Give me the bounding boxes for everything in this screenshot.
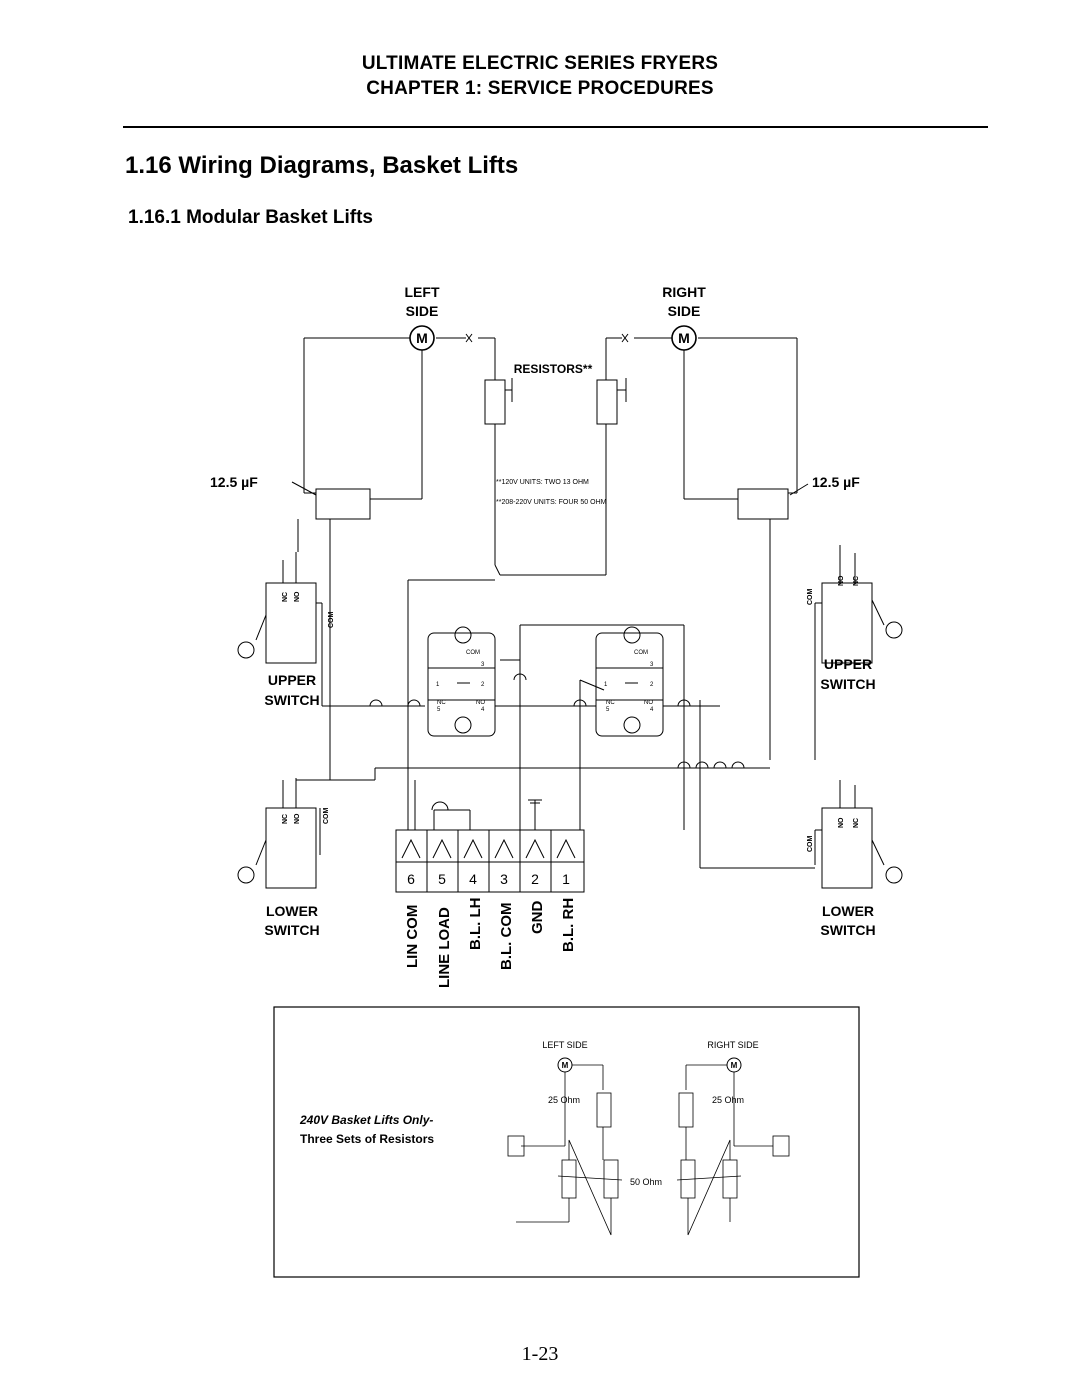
upper-left-switch-label-2: SWITCH xyxy=(264,692,319,708)
lr-nc: NC xyxy=(853,818,860,828)
right-motor-label: M xyxy=(678,330,690,346)
subsection-title: 1.16.1 Modular Basket Lifts xyxy=(128,207,373,228)
lower-right-switch-label-2: SWITCH xyxy=(820,922,875,938)
inset-caption-2: Three Sets of Resistors xyxy=(300,1132,434,1146)
ul-no: NO xyxy=(294,591,301,602)
note-120v: **120V UNITS: TWO 13 OHM xyxy=(496,479,589,486)
left-capacitor-label: 12.5 µF xyxy=(210,474,258,490)
relay-left-p1: 1 xyxy=(436,682,440,688)
lower-left-switch-label-2: SWITCH xyxy=(264,922,319,938)
upper-right-switch-label-2: SWITCH xyxy=(820,676,875,692)
inset-right-25-ohm: 25 Ohm xyxy=(712,1095,744,1105)
header-chapter: CHAPTER 1: SERVICE PROCEDURES xyxy=(366,78,714,99)
inset-left-side-label: LEFT SIDE xyxy=(542,1040,587,1050)
section-title: 1.16 Wiring Diagrams, Basket Lifts xyxy=(125,152,519,179)
lr-no: NO xyxy=(838,817,845,828)
inset-left-motor-label: M xyxy=(562,1061,569,1070)
relay-left-p3: 3 xyxy=(481,662,485,668)
relay-right-nc: NC xyxy=(606,700,615,706)
relay-left-p2: 2 xyxy=(481,682,485,688)
inset-caption-1: 240V Basket Lifts Only- xyxy=(299,1113,433,1127)
inset-50-ohm: 50 Ohm xyxy=(630,1177,662,1187)
right-motor-icon xyxy=(671,325,697,351)
lower-right-switch-label-1: LOWER xyxy=(822,903,874,919)
inset-right-motor-icon xyxy=(726,1057,742,1073)
terminal-number-5: 5 xyxy=(438,871,446,887)
relay-right-p1: 1 xyxy=(604,682,608,688)
ll-com: COM xyxy=(323,808,330,825)
relay-left-p4: 4 xyxy=(481,707,485,713)
inset-right-side-label: RIGHT SIDE xyxy=(707,1040,758,1050)
relay-left-nc: NC xyxy=(437,700,446,706)
left-side-label-2: SIDE xyxy=(406,303,439,319)
upper-right-switch-label-1: UPPER xyxy=(824,656,872,672)
terminal-label-bl-rh: B.L. RH xyxy=(560,898,577,952)
relay-left-no: NO xyxy=(476,700,485,706)
inset-left-motor-icon xyxy=(557,1057,573,1073)
lower-left-switch-label-1: LOWER xyxy=(266,903,318,919)
terminal-number-1: 1 xyxy=(562,871,570,887)
inset-left-25-ohm: 25 Ohm xyxy=(548,1095,580,1105)
left-side-label-1: LEFT xyxy=(405,284,440,300)
terminal-number-3: 3 xyxy=(500,871,508,887)
lr-com: COM xyxy=(807,836,814,853)
relay-right-no: NO xyxy=(644,700,653,706)
ur-nc: NC xyxy=(853,576,860,586)
right-side-label-1: RIGHT xyxy=(662,284,706,300)
inset-box xyxy=(273,1006,860,1278)
ur-com: COM xyxy=(807,589,814,606)
ul-com: COM xyxy=(328,612,335,629)
page-number: 1-23 xyxy=(521,1343,559,1365)
relay-right-p2: 2 xyxy=(650,682,654,688)
right-side-label-2: SIDE xyxy=(668,303,701,319)
terminal-label-line-load: LINE LOAD xyxy=(436,907,453,988)
relay-left-com: COM xyxy=(466,650,480,656)
ll-no: NO xyxy=(294,813,301,824)
header-rule xyxy=(123,126,988,128)
relay-right-p3: 3 xyxy=(650,662,654,668)
note-208v: **208-220V UNITS: FOUR 50 OHM xyxy=(496,499,607,506)
terminal-number-4: 4 xyxy=(469,871,477,887)
relay-right-p5: 5 xyxy=(606,707,610,713)
terminal-label-gnd: GND xyxy=(529,901,546,935)
relay-left-p5: 5 xyxy=(437,707,441,713)
terminal-number-2: 2 xyxy=(531,871,539,887)
inset-right-motor-label: M xyxy=(731,1061,738,1070)
ul-nc: NC xyxy=(282,592,289,602)
terminal-label-lin-com: LIN COM xyxy=(404,905,421,968)
upper-left-switch-label-1: UPPER xyxy=(268,672,316,688)
terminal-label-bl-com: B.L. COM xyxy=(498,903,515,971)
terminal-number-6: 6 xyxy=(407,871,415,887)
relay-right-p4: 4 xyxy=(650,707,654,713)
left-motor-label: M xyxy=(416,330,428,346)
resistors-label: RESISTORS** xyxy=(514,362,593,376)
header-title: ULTIMATE ELECTRIC SERIES FRYERS xyxy=(361,53,719,74)
ll-nc: NC xyxy=(282,814,289,824)
relay-right-com: COM xyxy=(634,650,648,656)
right-capacitor-label: 12.5 µF xyxy=(812,474,860,490)
ur-no: NO xyxy=(838,575,845,586)
left-motor-icon xyxy=(409,325,435,351)
terminal-label-bl-lh: B.L. LH xyxy=(467,898,484,951)
